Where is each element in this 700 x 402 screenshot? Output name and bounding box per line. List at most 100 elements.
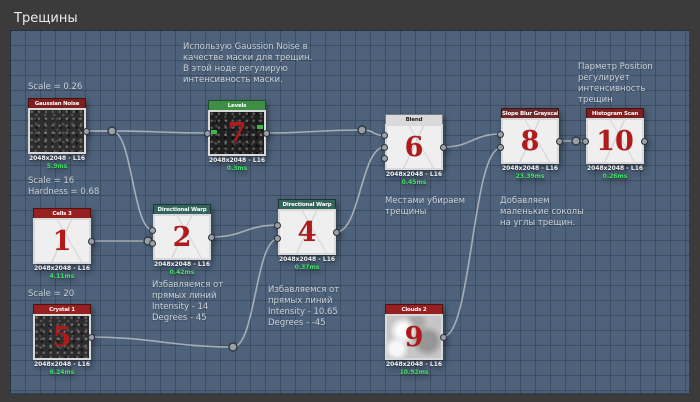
node-time-label: 0.26ms bbox=[602, 173, 628, 180]
node-input-port[interactable] bbox=[204, 129, 211, 137]
node-time-label: 6.24ms bbox=[49, 369, 75, 376]
node-header-label: Clouds 2 bbox=[385, 304, 443, 314]
wire-gaussian-noise-to-directional-warp-1 bbox=[85, 130, 154, 231]
node-number-annotation: 7 bbox=[227, 117, 247, 149]
wire-levels-to-blend bbox=[265, 129, 386, 137]
node-time-label: 4.11ms bbox=[49, 273, 75, 280]
node-time-label: 5.9ms bbox=[46, 163, 68, 170]
annotation-blend-note: Местами убираем трещины bbox=[385, 196, 466, 218]
node-thumbnail[interactable]: 5 bbox=[33, 314, 91, 360]
node-size-label: 2048x2048 - L16 bbox=[33, 361, 91, 368]
node-input-port[interactable] bbox=[274, 235, 281, 243]
node-input-port[interactable] bbox=[381, 155, 388, 162]
node-size-label: 2048x2048 - L16 bbox=[28, 155, 86, 162]
wire-blend-to-slope-blur-grayscale bbox=[442, 133, 502, 148]
node-output-port[interactable] bbox=[88, 333, 95, 341]
node-thumbnail[interactable]: 10 bbox=[586, 118, 644, 164]
node-time-label: 0.42ms bbox=[169, 269, 195, 276]
node-size-label: 2048x2048 - L16 bbox=[501, 165, 559, 172]
node-thumbnail[interactable] bbox=[28, 108, 86, 154]
graph-title-text: Трещины bbox=[14, 11, 78, 26]
node-header-label: Crystal 1 bbox=[33, 304, 91, 314]
node-input-port[interactable] bbox=[381, 132, 388, 139]
node-time-label: 23.39ms bbox=[515, 173, 545, 180]
node-size-label: 2048x2048 - L16 bbox=[385, 361, 443, 368]
node-time-label: 0.37ms bbox=[294, 264, 320, 271]
annotation-warp1-note: Избавляемся от прямых линий Intensity - … bbox=[152, 280, 224, 324]
node-input-port[interactable] bbox=[149, 226, 156, 234]
node-size-label: 2048x2048 - L16 bbox=[586, 165, 644, 172]
node-time-label: 10.92ms bbox=[399, 369, 429, 376]
node-number-annotation: 9 bbox=[404, 321, 424, 353]
graph-title: Трещины bbox=[14, 7, 78, 26]
node-number-annotation: 6 bbox=[404, 131, 424, 163]
node-thumbnail[interactable]: 2 bbox=[153, 214, 211, 260]
node-output-port[interactable] bbox=[556, 137, 563, 145]
node-time-label: 0.45ms bbox=[401, 179, 427, 186]
node-output-port[interactable] bbox=[440, 143, 447, 151]
wire-junction-dot[interactable] bbox=[107, 126, 117, 136]
node-number-annotation: 4 bbox=[297, 216, 317, 248]
node-input-port[interactable] bbox=[381, 143, 388, 151]
annotation-cells-params: Scale = 16 Hardness = 0.68 bbox=[28, 176, 100, 198]
node-output-port[interactable] bbox=[440, 333, 447, 341]
wire-directional-warp-1-to-directional-warp-2 bbox=[210, 224, 279, 238]
node-number-annotation bbox=[30, 110, 84, 152]
annotation-gaussian-scale: Scale = 0.26 bbox=[28, 82, 83, 92]
annotation-warp2-note: Избавляемся от прямых линий Intensity - … bbox=[268, 285, 340, 329]
node-number-annotation: 5 bbox=[52, 321, 72, 353]
wire-directional-warp-2-to-blend bbox=[335, 146, 386, 233]
node-input-port[interactable] bbox=[497, 130, 504, 138]
node-output-port[interactable] bbox=[641, 137, 648, 145]
node-time-label: 0.3ms bbox=[226, 165, 248, 172]
node-output-port[interactable] bbox=[208, 233, 215, 241]
node-header-label: Directional Warp bbox=[278, 199, 336, 209]
node-header-label: Histogram Scan bbox=[586, 108, 644, 118]
node-input-port[interactable] bbox=[274, 221, 281, 229]
node-number-annotation: 2 bbox=[172, 221, 192, 253]
node-size-label: 2048x2048 - L16 bbox=[278, 256, 336, 263]
node-input-port[interactable] bbox=[582, 137, 589, 145]
node-size-label: 2048x2048 - L16 bbox=[153, 261, 211, 268]
node-number-annotation: 1 bbox=[52, 225, 72, 257]
annotation-crystal-scale: Scale = 20 bbox=[28, 289, 75, 299]
annotation-histogram-note: Парметр Position регулирует интенсивност… bbox=[578, 62, 653, 106]
annotation-slope-note: Добавляем маленькие соколы на углы трещи… bbox=[500, 196, 584, 229]
node-size-label: 2048x2048 - L16 bbox=[208, 157, 266, 164]
node-size-label: 2048x2048 - L16 bbox=[33, 265, 91, 272]
node-input-port[interactable] bbox=[497, 144, 504, 152]
node-header-label: Blend bbox=[385, 114, 443, 124]
node-thumbnail[interactable]: 8 bbox=[501, 118, 559, 164]
node-number-annotation: 8 bbox=[520, 125, 540, 157]
node-output-port[interactable] bbox=[333, 228, 340, 236]
node-output-port[interactable] bbox=[83, 127, 90, 135]
node-number-annotation: 10 bbox=[596, 125, 634, 157]
node-thumbnail[interactable]: 9 bbox=[385, 314, 443, 360]
node-thumbnail[interactable]: 6 bbox=[385, 124, 443, 170]
node-output-port[interactable] bbox=[88, 237, 95, 245]
node-output-port[interactable] bbox=[263, 129, 270, 137]
node-thumbnail[interactable]: 1 bbox=[33, 218, 91, 264]
node-header-label: Gaussian Noise bbox=[28, 98, 86, 108]
node-thumbnail[interactable]: 4 bbox=[278, 209, 336, 255]
node-header-label: Levels bbox=[208, 100, 266, 110]
wire-junction-dot[interactable] bbox=[228, 342, 238, 352]
node-header-label: Slope Blur Grayscale bbox=[501, 108, 559, 118]
wire-junction-dot[interactable] bbox=[357, 125, 367, 135]
node-input-port[interactable] bbox=[149, 240, 156, 248]
node-size-label: 2048x2048 - L16 bbox=[385, 171, 443, 178]
node-thumbnail[interactable]: 7 bbox=[208, 110, 266, 156]
wire-junction-dot[interactable] bbox=[571, 136, 581, 146]
node-header-label: Cells 3 bbox=[33, 208, 91, 218]
